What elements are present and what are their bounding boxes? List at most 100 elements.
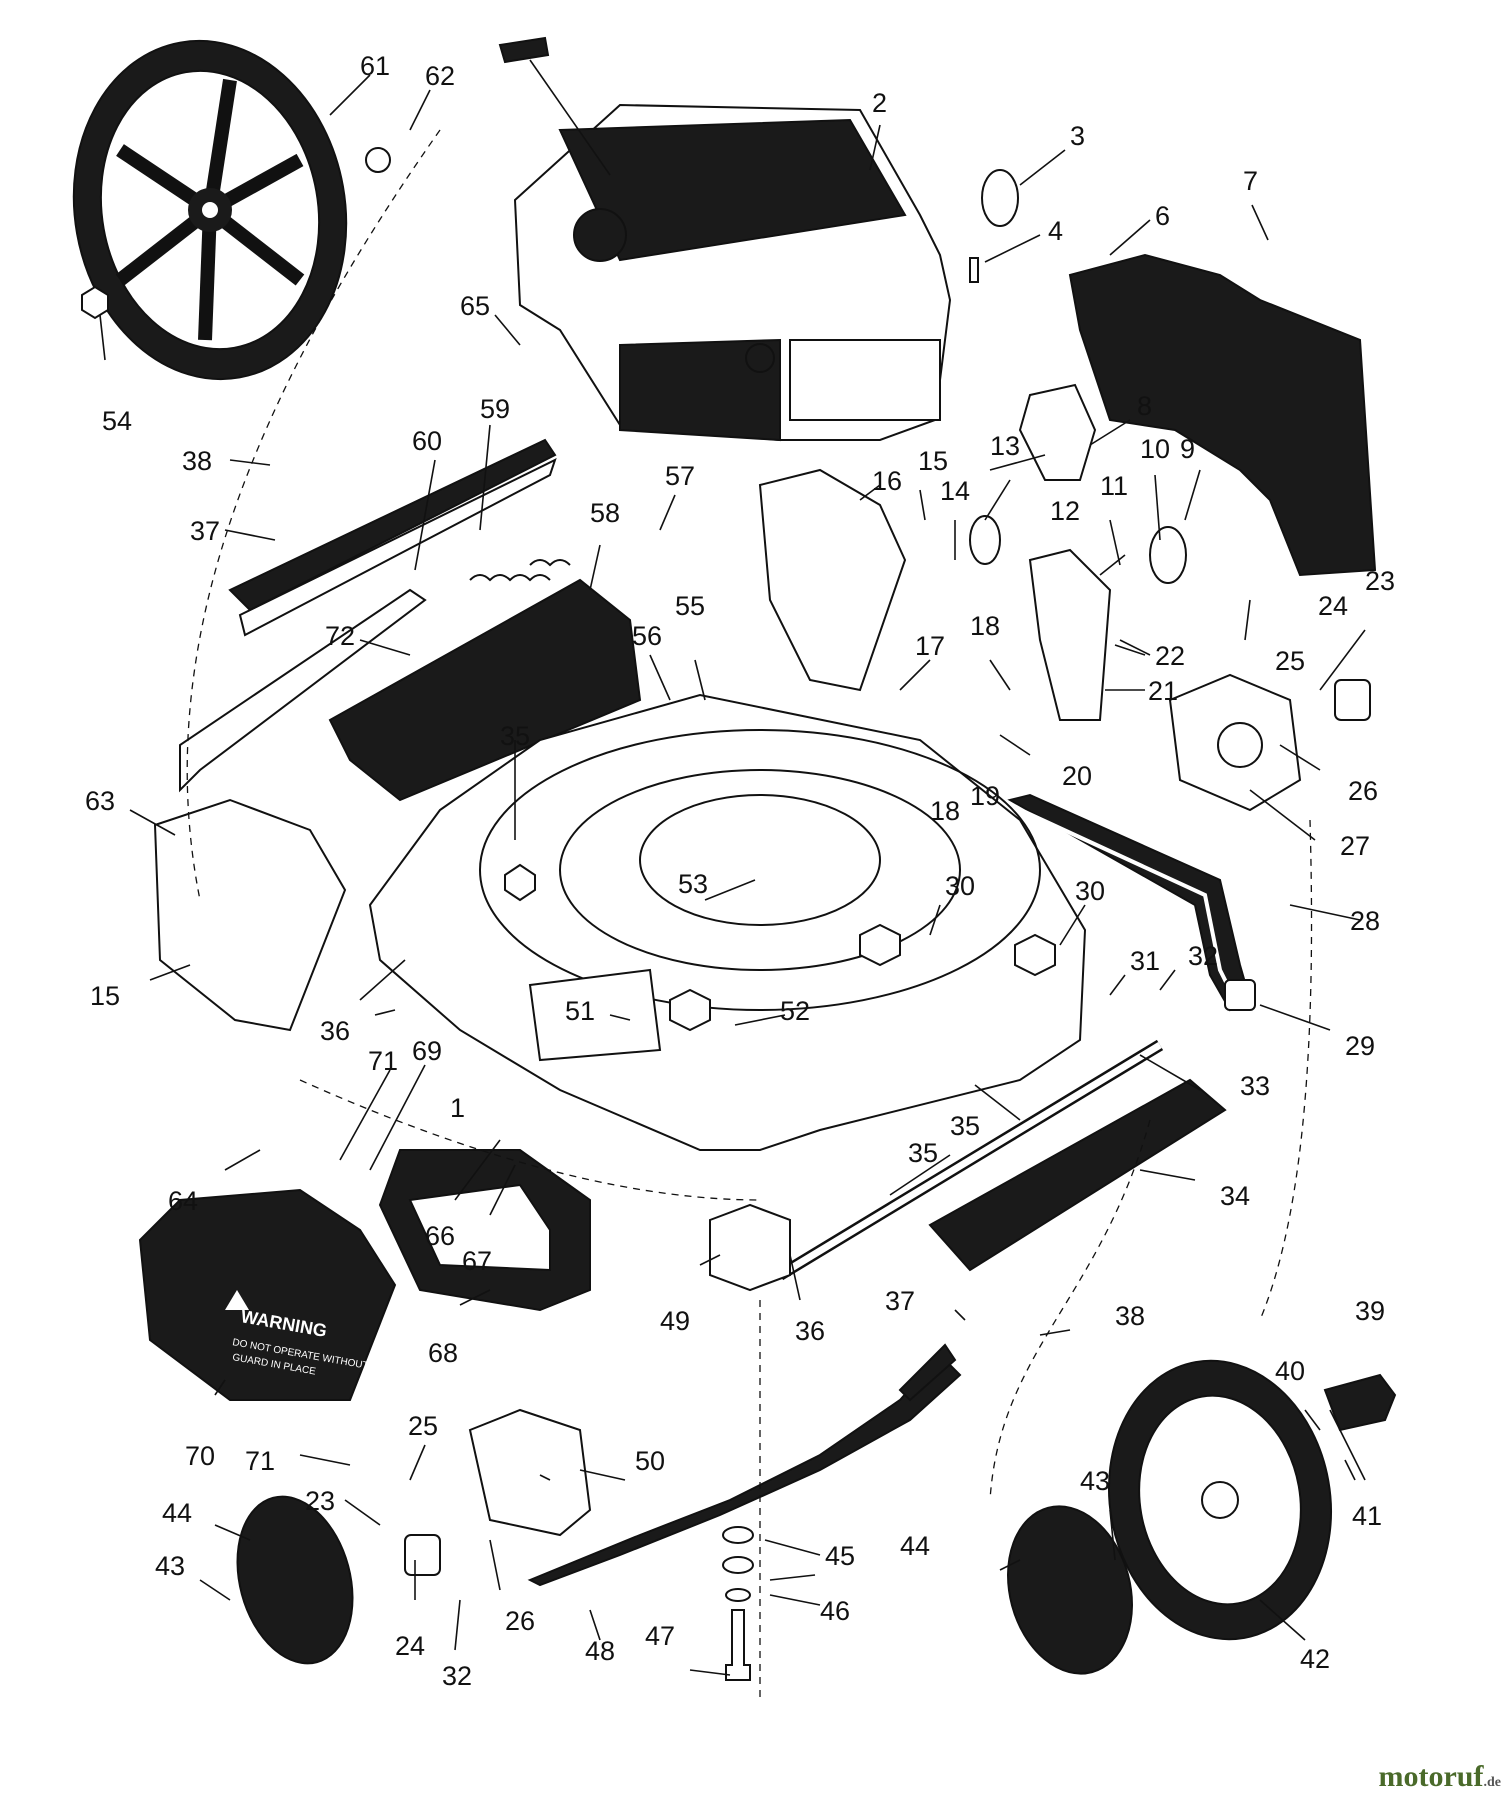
callout-21: 21 (1148, 676, 1178, 706)
callout-6: 6 (1155, 201, 1170, 231)
wheel-hubcap (1007, 1505, 1133, 1675)
callout-37-top: 37 (190, 516, 220, 546)
callout-53: 53 (678, 869, 708, 899)
callout-22: 22 (1155, 641, 1185, 671)
callout-30-right: 30 (1075, 876, 1105, 906)
callout-68: 68 (428, 1338, 458, 1368)
callout-24-left: 24 (395, 1631, 425, 1661)
callout-36-left: 36 (320, 1016, 350, 1046)
callout-47: 47 (645, 1621, 675, 1651)
pinion-gear (404, 1534, 441, 1576)
callout-2: 2 (872, 88, 887, 118)
callout-35-lower: 35 (908, 1138, 938, 1168)
callout-8: 8 (1137, 391, 1152, 421)
motoruf-watermark: motoruf.de (1379, 1760, 1501, 1794)
callout-52: 52 (780, 996, 810, 1026)
callout-44-right: 44 (900, 1531, 930, 1561)
spring (469, 574, 551, 582)
callout-19: 19 (970, 781, 1000, 811)
callout-35-left: 35 (500, 721, 530, 751)
callout-48: 48 (585, 1636, 615, 1666)
idler-pulley (969, 515, 1001, 565)
callout-64: 64 (168, 1186, 198, 1216)
callout-63: 63 (85, 786, 115, 816)
callout-43-right: 43 (1080, 1466, 1110, 1496)
callout-23-right: 23 (1365, 566, 1395, 596)
callout-45: 45 (825, 1541, 855, 1571)
callout-27: 27 (1340, 831, 1370, 861)
callout-69: 69 (412, 1036, 442, 1066)
callout-50: 50 (635, 1446, 665, 1476)
rear-baffle (228, 438, 557, 612)
callout-51: 51 (565, 996, 595, 1026)
callout-29: 29 (1345, 1031, 1375, 1061)
blade (527, 1353, 962, 1587)
callout-37-bottom: 37 (885, 1286, 915, 1316)
callout-71-top: 71 (368, 1046, 398, 1076)
callout-46: 46 (820, 1596, 850, 1626)
callout-71-bottom: 71 (245, 1446, 275, 1476)
callout-31: 31 (1130, 946, 1160, 976)
callout-66: 66 (425, 1221, 455, 1251)
callout-9: 9 (1180, 434, 1195, 464)
callout-55: 55 (675, 591, 705, 621)
callout-43-left: 43 (155, 1551, 185, 1581)
callout-57: 57 (665, 461, 695, 491)
left-height-bracket (153, 798, 347, 1032)
pinion-gear (1334, 679, 1371, 721)
callout-10: 10 (1140, 434, 1170, 464)
wheel-hubcap (236, 1495, 354, 1665)
callout-24-right: 24 (1318, 591, 1348, 621)
callout-65: 65 (460, 291, 490, 321)
front-channel (928, 1078, 1227, 1272)
callout-30-center: 30 (945, 871, 975, 901)
callout-60: 60 (412, 426, 442, 456)
belt-keeper (1224, 979, 1256, 1011)
callout-59: 59 (480, 394, 510, 424)
idler-pulley (1149, 526, 1187, 584)
callout-62: 62 (425, 61, 455, 91)
callout-12: 12 (1050, 496, 1080, 526)
callout-7: 7 (1243, 166, 1258, 196)
callout-41: 41 (1352, 1501, 1382, 1531)
right-height-bracket (758, 468, 907, 692)
callout-25-right: 25 (1275, 646, 1305, 676)
rear-wheel-large (72, 39, 348, 381)
callout-15-right: 15 (918, 446, 948, 476)
callout-38-bottom: 38 (1115, 1301, 1145, 1331)
callout-18-top: 18 (970, 611, 1000, 641)
deflector-baffle (328, 578, 642, 802)
idler-bracket (1028, 548, 1112, 721)
callout-26-left: 26 (505, 1606, 535, 1636)
callout-25-left: 25 (408, 1411, 438, 1441)
callout-1: 1 (450, 1093, 465, 1123)
callout-34: 34 (1220, 1181, 1250, 1211)
callout-32-right: 32 (1188, 941, 1218, 971)
callout-18-bottom: 18 (930, 796, 960, 826)
lock-washer (725, 1588, 751, 1602)
washer (365, 147, 391, 173)
callout-23-left: 23 (305, 1486, 335, 1516)
mower-deck (368, 693, 1087, 1151)
engine-plate (1018, 383, 1097, 481)
hex-nut (81, 285, 109, 320)
callout-13: 13 (990, 431, 1020, 461)
callout-33: 33 (1240, 1071, 1270, 1101)
callout-36-lower: 36 (795, 1316, 825, 1346)
callout-58: 58 (590, 498, 620, 528)
callout-28: 28 (1350, 906, 1380, 936)
pulley (981, 169, 1019, 227)
callout-56: 56 (632, 621, 662, 651)
watermark-suffix: .de (1483, 1775, 1502, 1790)
rear-gear-bracket (468, 1408, 592, 1537)
callout-35-right: 35 (950, 1111, 980, 1141)
callout-20: 20 (1062, 761, 1092, 791)
callout-39: 39 (1355, 1296, 1385, 1326)
blade-washer (722, 1556, 754, 1574)
front-wheel (1107, 1359, 1333, 1641)
callout-40: 40 (1275, 1356, 1305, 1386)
blade-washer (722, 1526, 754, 1544)
warning-flap: WARNING DO NOT OPERATE WITHOUT GUARD IN … (138, 1188, 397, 1401)
callout-17: 17 (915, 631, 945, 661)
